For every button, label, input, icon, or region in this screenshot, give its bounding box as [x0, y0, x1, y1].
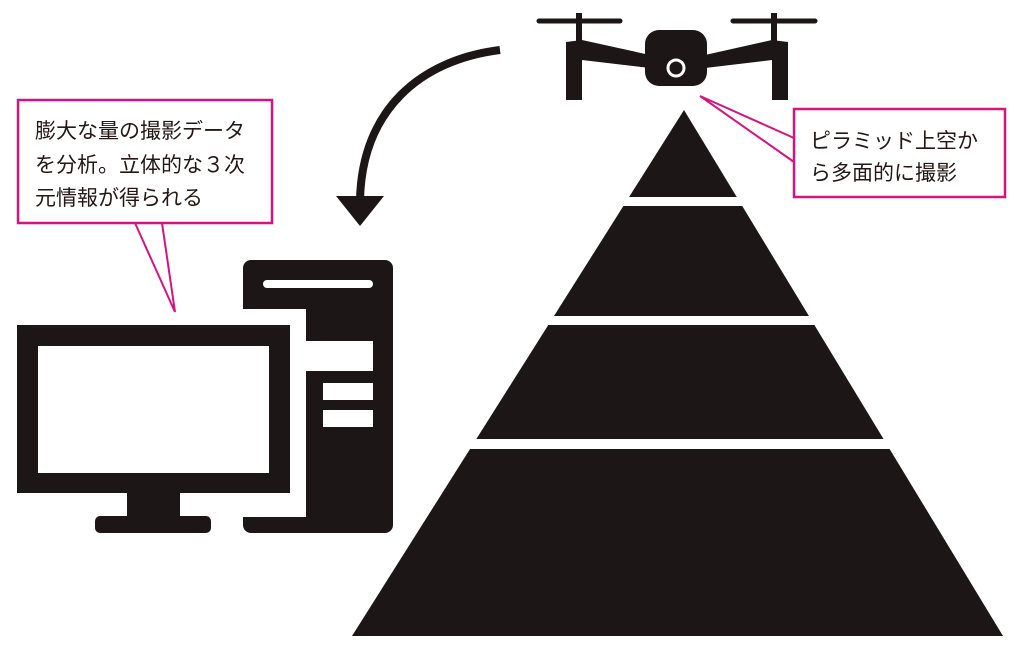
curved-arrow-icon — [336, 46, 501, 226]
analysis-callout-line-2: を分析。立体的な３次 — [35, 153, 245, 177]
drone-callout: ピラミッド上空か ら多面的に撮影 — [699, 95, 1007, 199]
desktop-computer-icon — [17, 260, 393, 533]
drone-icon — [536, 13, 818, 100]
monitor-screen — [38, 346, 269, 473]
drone-callout-line-2: ら多面的に撮影 — [810, 161, 957, 185]
drone-callout-line-1: ピラミッド上空か — [810, 129, 978, 153]
analysis-callout-line-1: 膨大な量の撮影データ — [35, 119, 245, 143]
analysis-callout-line-3: 元情報が得られる — [35, 186, 203, 210]
pyramid-icon — [300, 110, 1024, 636]
analysis-callout: 膨大な量の撮影データ を分析。立体的な３次 元情報が得られる — [16, 98, 274, 313]
